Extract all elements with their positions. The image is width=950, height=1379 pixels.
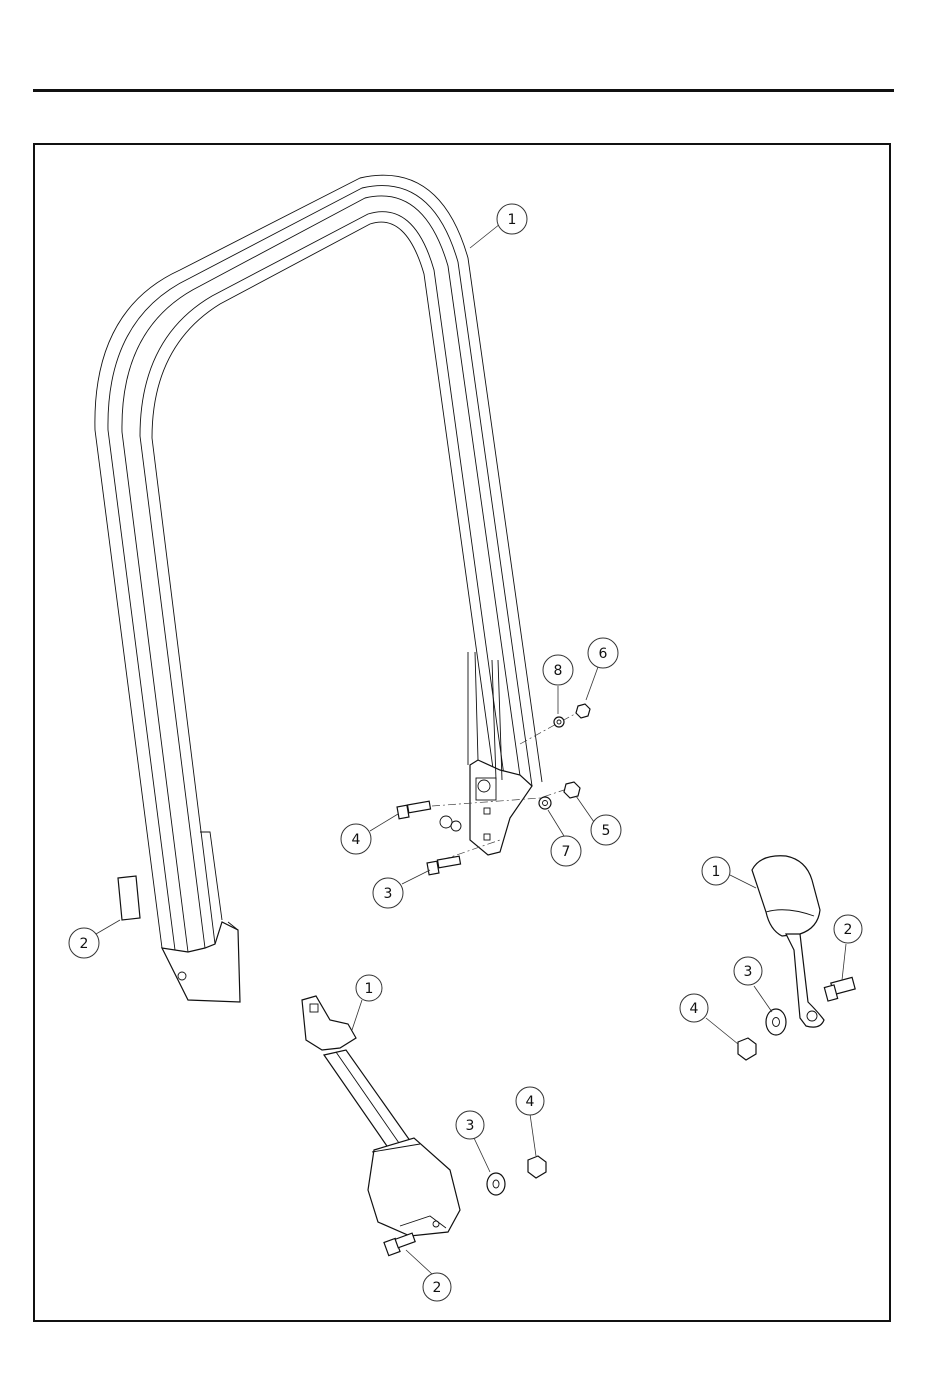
svg-text:2: 2 bbox=[433, 1280, 442, 1296]
callout-1-buckle: 1 bbox=[356, 975, 382, 1001]
nut-6 bbox=[576, 704, 590, 718]
bolt-3-upper bbox=[427, 856, 460, 875]
washer-7 bbox=[539, 797, 551, 809]
svg-text:3: 3 bbox=[466, 1118, 475, 1134]
callout-2-buckle-bolt: 2 bbox=[423, 1273, 451, 1301]
svg-text:1: 1 bbox=[508, 212, 517, 228]
svg-text:5: 5 bbox=[602, 823, 611, 839]
nut-4-lower bbox=[528, 1156, 546, 1178]
callout-3-retractor-washer: 3 bbox=[734, 957, 762, 985]
svg-text:8: 8 bbox=[554, 663, 563, 679]
svg-text:3: 3 bbox=[384, 886, 393, 902]
callout-4-buckle-nut: 4 bbox=[516, 1087, 544, 1115]
callout-3-bolt: 3 bbox=[373, 878, 403, 908]
callout-2-retractor-bolt: 2 bbox=[834, 915, 862, 943]
svg-text:6: 6 bbox=[599, 646, 608, 662]
callout-2-decal: 2 bbox=[69, 928, 99, 958]
callout-8: 8 bbox=[543, 655, 573, 685]
callout-1-rollbar: 1 bbox=[497, 204, 527, 234]
callout-4-retractor-nut: 4 bbox=[680, 994, 708, 1022]
callout-1-retractor: 1 bbox=[702, 857, 730, 885]
svg-text:4: 4 bbox=[526, 1094, 535, 1110]
decal-2 bbox=[118, 876, 140, 920]
callout-3-buckle-washer: 3 bbox=[456, 1111, 484, 1139]
retractor-assembly bbox=[752, 856, 855, 1027]
bolt-4-upper bbox=[397, 801, 430, 819]
nut-4-right bbox=[738, 1038, 756, 1060]
callout-4-bolt: 4 bbox=[341, 824, 371, 854]
washer-8 bbox=[554, 717, 564, 727]
svg-text:3: 3 bbox=[744, 964, 753, 980]
washer-3-right bbox=[766, 1009, 786, 1035]
svg-text:2: 2 bbox=[844, 922, 853, 938]
svg-text:1: 1 bbox=[712, 864, 721, 880]
callout-5: 5 bbox=[591, 815, 621, 845]
svg-text:4: 4 bbox=[690, 1001, 699, 1017]
svg-text:1: 1 bbox=[365, 981, 374, 997]
callout-6: 6 bbox=[588, 638, 618, 668]
svg-text:7: 7 bbox=[562, 844, 571, 860]
svg-text:2: 2 bbox=[80, 936, 89, 952]
washer-3-lower bbox=[487, 1173, 505, 1195]
seat-belt-buckle-assembly bbox=[302, 996, 460, 1256]
nut-5 bbox=[564, 782, 580, 798]
svg-text:4: 4 bbox=[352, 832, 361, 848]
callout-7: 7 bbox=[551, 836, 581, 866]
roll-bar-frame bbox=[95, 175, 542, 1002]
